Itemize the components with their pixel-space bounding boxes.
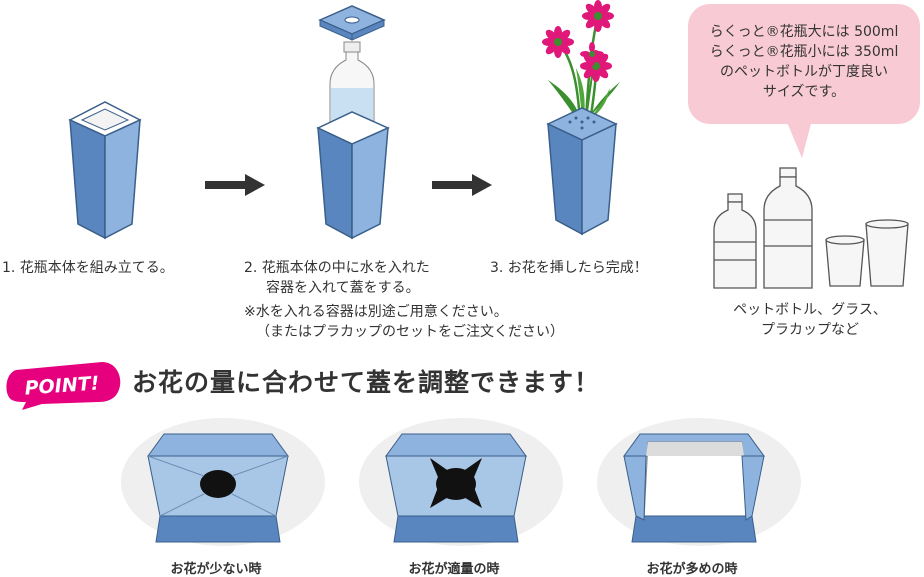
lid-example-moderate-flowers [359, 418, 563, 546]
vase-empty-illustration [68, 101, 142, 240]
step-2-label: 2. 花瓶本体の中に水を入れた 容器を入れて蓋をする。 [244, 260, 430, 296]
point-badge-text: POINT! [24, 372, 100, 399]
caption-many-flowers: お花が多めの時 [646, 562, 738, 577]
bottles-and-cups-illustration [713, 167, 909, 289]
caption-few-flowers: お花が少ない時 [170, 562, 262, 577]
speech-bubble [688, 4, 920, 124]
point-headline: お花の量に合わせて蓋を調整できます！ [132, 368, 601, 397]
lid-example-many-flowers [597, 418, 801, 546]
lid-example-few-flowers [121, 418, 325, 546]
container-note: ※水を入れる容器は別途ご用意ください。 （またはプラカップのセットをご注文くださ… [244, 304, 564, 340]
step-1-label: 1. 花瓶本体を組み立てる。 [2, 260, 174, 276]
vase-with-bottle-illustration [316, 5, 390, 240]
arrow-right-icon [432, 174, 492, 196]
bottles-label: ペットボトル、グラス、 プラカップなど [733, 302, 887, 338]
speech-bubble-tail [786, 120, 812, 158]
bottle-size-note: らくっと®花瓶大には 500ml らくっと®花瓶小には 350ml のペットボト… [709, 24, 899, 100]
vase-with-flowers-illustration [542, 0, 620, 236]
point-badge: POINT! [6, 362, 121, 410]
caption-moderate-flowers: お花が適量の時 [408, 562, 500, 577]
arrow-right-icon [205, 174, 265, 196]
step-3-label: 3. お花を挿したら完成！ [490, 260, 648, 276]
